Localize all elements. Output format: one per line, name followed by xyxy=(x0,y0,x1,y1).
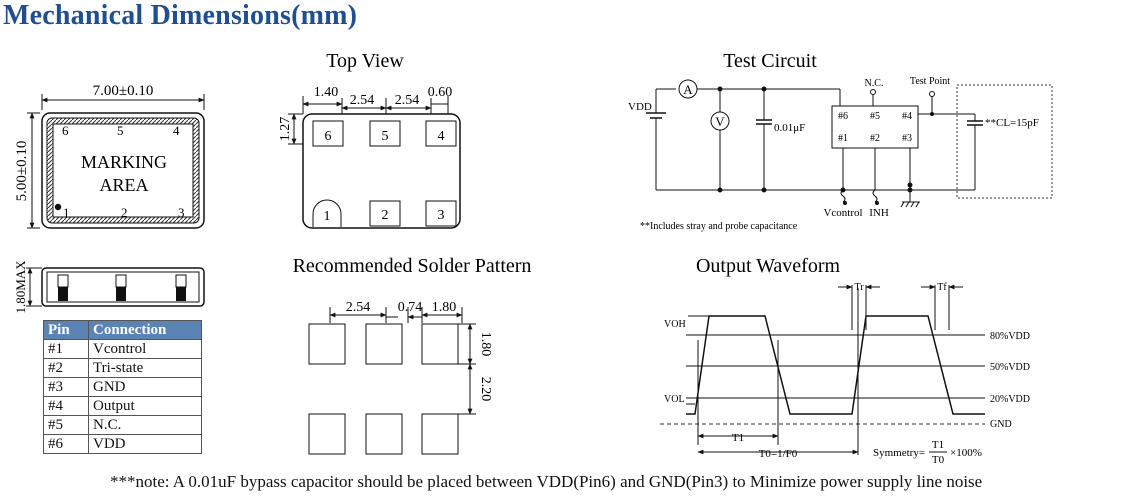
vcontrol-label: Vcontrol xyxy=(823,207,862,219)
solder-title: Recommended Solder Pattern xyxy=(293,255,532,277)
voltmeter-label: V xyxy=(715,114,725,129)
package-width-label: 7.00±0.10 xyxy=(93,83,154,99)
ammeter-label: A xyxy=(683,82,693,97)
t0-label: T0=1/F0 xyxy=(759,448,798,460)
page-title: Mechanical Dimensions(mm) xyxy=(3,0,358,31)
solder-dim-1-80v: 1.80 xyxy=(478,332,493,357)
table-header-row: Pin Connection xyxy=(43,320,202,340)
table-cell-connection: Tri-state xyxy=(88,358,202,378)
tv-pin-5: 5 xyxy=(382,129,389,144)
solder-dim-2-20: 2.20 xyxy=(478,377,493,402)
solder-dim-1-80h: 1.80 xyxy=(432,300,457,315)
pkg-pin-1: 1 xyxy=(63,205,70,220)
ic-pin-1: #1 xyxy=(838,133,848,144)
vdd-label: VDD xyxy=(628,101,652,113)
test-point-label: Test Point xyxy=(910,76,950,87)
ic-pin-4: #4 xyxy=(902,111,912,122)
table-cell-pin: #5 xyxy=(43,415,89,435)
top-dim-1-40: 1.40 xyxy=(314,85,339,100)
top-dim-0-60: 0.60 xyxy=(428,85,453,100)
waveform-trace xyxy=(686,315,985,415)
test-circuit-title: Test Circuit xyxy=(723,50,817,72)
pkg-pin-4: 4 xyxy=(173,123,180,138)
table-cell-connection: VDD xyxy=(88,434,202,454)
top-dim-2-54a: 2.54 xyxy=(350,93,375,108)
table-cell-connection: Vcontrol xyxy=(88,339,202,359)
pkg-pin-2: 2 xyxy=(121,205,128,220)
top-view-title: Top View xyxy=(326,50,404,72)
tv-pin-3: 3 xyxy=(438,208,445,223)
cap-label: 0.01μF xyxy=(774,122,805,134)
pkg-pin-6: 6 xyxy=(62,123,69,138)
table-cell-pin: #2 xyxy=(43,358,89,378)
inh-label: INH xyxy=(869,207,889,219)
load-box xyxy=(956,84,1053,199)
solder-pattern: Recommended Solder Pattern 2.54 0.74 1.8… xyxy=(293,255,532,455)
table-cell-pin: #1 xyxy=(43,339,89,359)
pkg-pin-3: 3 xyxy=(178,205,185,220)
ic-pin-6: #6 xyxy=(838,111,848,122)
package-side-view: 1.80MAX xyxy=(13,260,205,314)
solder-dim-0-74: 0.74 xyxy=(398,300,423,315)
marking-line-1: MARKING xyxy=(81,152,167,172)
table-header-pin: Pin xyxy=(43,320,89,340)
footer-note: ***note: A 0.01uF bypass capacitor shoul… xyxy=(110,472,983,491)
ic-pin-3: #3 xyxy=(902,133,912,144)
table-cell-pin: #4 xyxy=(43,396,89,416)
ic-pin-2: #2 xyxy=(870,133,880,144)
package-height-label: 5.00±0.10 xyxy=(14,141,30,202)
tv-pin-4: 4 xyxy=(438,129,445,144)
tr-label: Tr xyxy=(854,282,864,293)
top-view: Top View 1.40 2.54 2.54 0.60 1.27 6 5 4 … xyxy=(278,50,461,229)
tv-pin-1: 1 xyxy=(324,209,331,224)
pkg-pin-5: 5 xyxy=(117,123,124,138)
t1-label: T1 xyxy=(732,432,744,444)
symmetry-tail: ×100% xyxy=(950,447,982,459)
side-height-label: 1.80MAX xyxy=(13,260,28,314)
ic-pin-5: #5 xyxy=(870,111,880,122)
marking-line-2: AREA xyxy=(100,175,149,195)
vol-label: VOL xyxy=(664,394,685,405)
voh-label: VOH xyxy=(664,319,686,330)
waveform-title: Output Waveform xyxy=(696,255,841,277)
p20-label: 20%VDD xyxy=(990,394,1030,405)
top-dim-1-27: 1.27 xyxy=(278,117,293,142)
symmetry-denominator: T0 xyxy=(932,454,945,466)
output-waveform: Output Waveform VOH VOL 80%VDD 50%VDD 20… xyxy=(660,255,1030,466)
nc-label: N.C. xyxy=(865,78,884,89)
pin1-dot-icon xyxy=(54,203,62,211)
p80-label: 80%VDD xyxy=(990,331,1030,342)
symmetry-label: Symmetry= xyxy=(873,447,925,459)
test-circuit: Test Circuit A VDD V 0.01μF #6 #5 #4 #1 … xyxy=(628,50,1053,232)
table-cell-pin: #3 xyxy=(43,377,89,397)
table-cell-connection: GND xyxy=(88,377,202,397)
solder-dim-2-54: 2.54 xyxy=(346,300,371,315)
symmetry-numerator: T1 xyxy=(932,439,944,451)
package-outline-view: 7.00±0.10 5.00±0.10 6 5 4 MARKING AREA 1… xyxy=(14,83,205,229)
tv-pin-2: 2 xyxy=(382,208,389,223)
table-cell-connection: Output xyxy=(88,396,202,416)
cl-label: **CL=15pF xyxy=(985,117,1039,129)
table-header-connection: Connection xyxy=(88,320,202,340)
table-cell-pin: #6 xyxy=(43,434,89,454)
p50-label: 50%VDD xyxy=(990,362,1030,373)
tv-pin-6: 6 xyxy=(325,129,332,144)
top-dim-2-54b: 2.54 xyxy=(395,93,420,108)
test-circuit-note: **Includes stray and probe capacitance xyxy=(640,221,798,232)
tf-label: Tf xyxy=(937,282,947,293)
table-cell-connection: N.C. xyxy=(88,415,202,435)
gnd-label: GND xyxy=(990,419,1012,430)
